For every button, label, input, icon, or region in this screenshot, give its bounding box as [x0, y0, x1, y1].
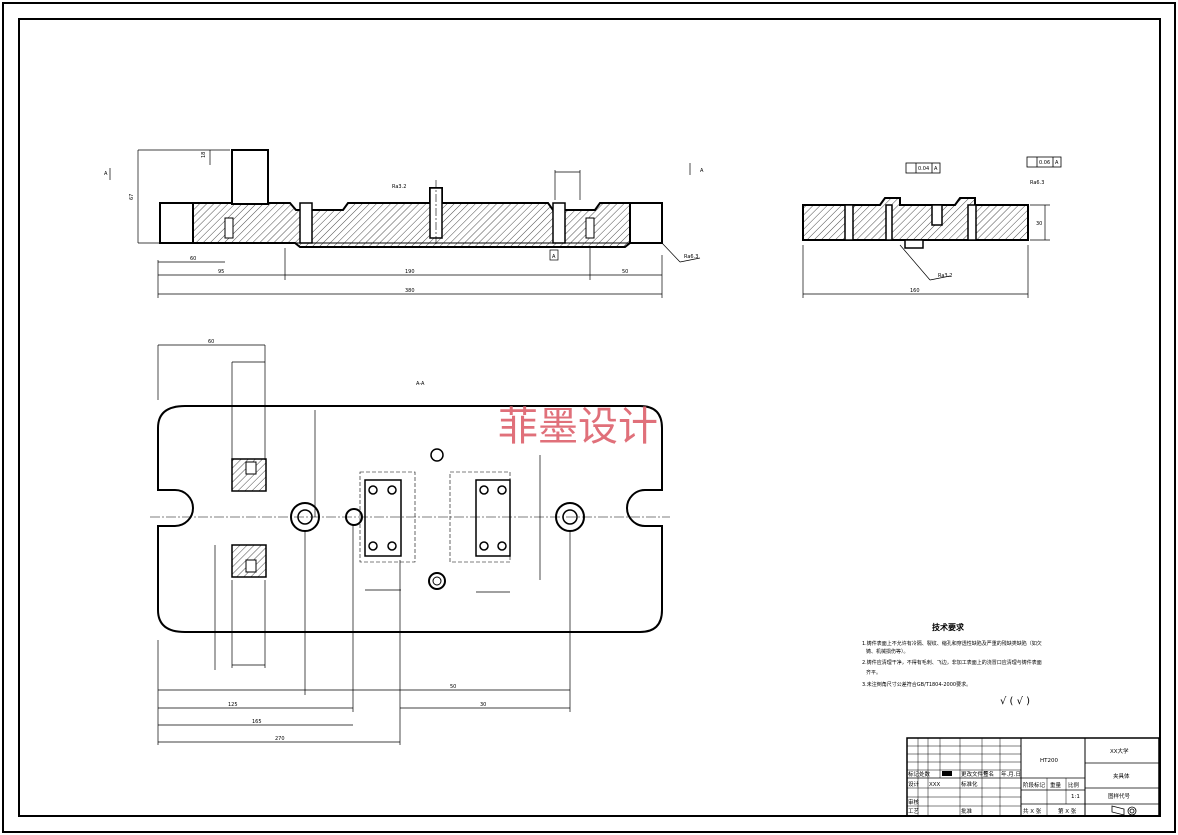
- inner-frame: [18, 18, 1161, 817]
- tolerance-value-1: 0.04: [918, 166, 929, 172]
- tolerance-frame-2: 0.06 A: [1026, 156, 1062, 168]
- side-total-dim: 160: [910, 288, 920, 294]
- tb-scale: 1:1: [1071, 794, 1080, 800]
- tb-scale-label: 比例: [1068, 781, 1080, 789]
- view-arrow-right: A: [700, 168, 704, 174]
- tb-date-label: 年.月.日: [1001, 770, 1021, 778]
- tb-drawing-no-label: 图样代号: [1108, 792, 1131, 800]
- tb-role-process: 工艺: [908, 808, 920, 815]
- tolerance-datum-2: A: [1055, 160, 1059, 166]
- plan-dim-e: 30: [480, 702, 486, 708]
- side-height-dim: 30: [1036, 221, 1042, 227]
- plan-dim-b: 165: [252, 719, 262, 725]
- tb-designer: XXX: [929, 782, 941, 788]
- section-label: A-A: [416, 381, 425, 387]
- tb-sheet-no: 第 X 张: [1058, 807, 1077, 815]
- tb-standardize: 标准化: [961, 780, 978, 788]
- front-mid-dim: 190: [405, 269, 415, 275]
- side-view-dimensions: [802, 204, 1050, 298]
- tb-part-name: 夹具体: [1113, 772, 1130, 780]
- front-right-dim: 50: [622, 269, 628, 275]
- tb-row-label-0: 标记: [908, 770, 920, 778]
- tb-sheet-count: 共 X 张: [1023, 807, 1042, 815]
- front-height-dim: 67: [129, 194, 135, 200]
- title-block-mark: [942, 771, 952, 776]
- datum-a-front: A: [552, 254, 556, 260]
- tolerance-value-2: 0.06: [1039, 160, 1050, 166]
- front-view-dimensions: [109, 149, 701, 298]
- tb-school: XX大学: [1110, 747, 1129, 755]
- watermark: 菲墨设计: [498, 404, 658, 450]
- tb-role-review: 审核: [908, 798, 920, 806]
- roughness-front-1: Ra6.3: [684, 254, 698, 260]
- tb-role-approve: 批准: [961, 807, 973, 815]
- plan-dim-c: 270: [275, 736, 285, 742]
- roughness-front-2: Ra3.2: [392, 184, 406, 190]
- plan-width-dim: 60: [208, 339, 214, 345]
- view-arrow-left: A: [104, 171, 108, 177]
- tech-line-2: 铸、机械损伤等）。: [866, 648, 909, 655]
- tech-requirements-title: 技术要求: [932, 622, 965, 632]
- roughness-side-1: Ra6.3: [1030, 180, 1044, 186]
- tb-weight: 重量: [1050, 781, 1062, 789]
- front-top-dim: 18: [201, 152, 207, 158]
- tolerance-datum-1: A: [934, 166, 938, 172]
- tech-line-3: 2.铸件应清理干净，不得有毛刺、飞边，非加工表面上的浇冒口应清理与铸件表面: [862, 659, 1042, 666]
- side-section-view: [802, 197, 1029, 249]
- roughness-side-2: Ra3.2: [938, 273, 952, 279]
- title-block: [906, 737, 1160, 817]
- tech-line-1: 1.铸件表面上不允许有冷隔、裂纹、缩孔和穿透性缺陷及严重的残缺类缺陷（如欠: [862, 640, 1042, 647]
- plan-dim-d: 50: [450, 684, 456, 690]
- tb-material: HT200: [1040, 758, 1058, 764]
- tb-row-label-3: 更改文件号: [961, 770, 989, 778]
- front-total-dim: 380: [405, 288, 415, 294]
- tech-requirements: 技术要求 1.铸件表面上不允许有冷隔、裂纹、缩孔和穿透性缺陷及严重的残缺类缺陷（…: [862, 622, 1042, 707]
- front-left-a-dim: 60: [190, 256, 196, 262]
- tb-row-label-4: 签名: [983, 770, 994, 778]
- plan-view: [150, 405, 670, 633]
- tolerance-frame-1: 0.04 A: [905, 162, 941, 174]
- tb-role-design: 设计: [908, 780, 920, 788]
- front-section-view: [159, 149, 663, 248]
- tech-line-4: 齐平。: [866, 669, 881, 676]
- tech-line-5: 3.未注倒角尺寸公差符合GB/T1804-2000要求。: [862, 681, 971, 688]
- projection-symbol: [1111, 805, 1137, 816]
- tb-stage-mark: 阶段标记: [1023, 781, 1046, 789]
- plan-dim-a: 125: [228, 702, 238, 708]
- tb-row-label-1: 处数: [919, 770, 931, 778]
- roughness-note: √ ( √ ): [1000, 696, 1030, 707]
- plan-view-dimensions: [157, 344, 571, 745]
- front-left-b-dim: 95: [218, 269, 224, 275]
